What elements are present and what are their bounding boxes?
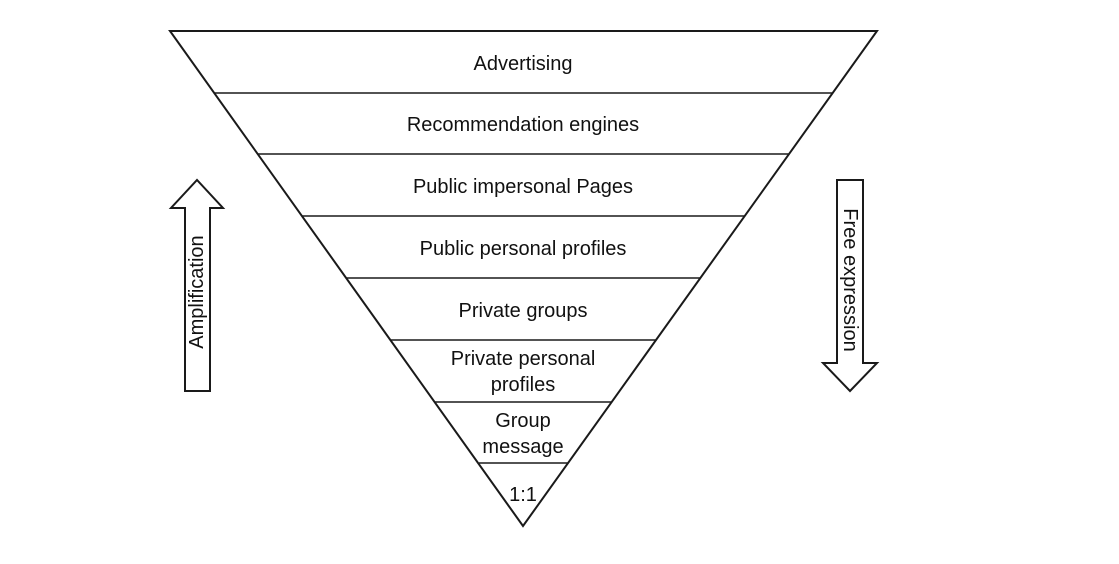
layer-private-groups-label: Private groups <box>459 300 588 322</box>
free-expression-arrow: Free expression <box>820 179 880 393</box>
layer-private-personal-profiles-label-line2: profiles <box>491 374 555 396</box>
down-arrow-shape <box>820 179 880 393</box>
layer-advertising-label: Advertising <box>474 53 573 75</box>
layer-public-impersonal-pages-label: Public impersonal Pages <box>413 176 633 198</box>
free-expression-label: Free expression <box>839 208 861 351</box>
layer-public-personal-profiles-label: Public personal profiles <box>420 238 627 260</box>
layer-dividers <box>214 92 833 464</box>
up-arrow-shape <box>168 178 226 392</box>
layer-one-to-one-label: 1:1 <box>509 484 537 506</box>
layer-labels: Advertising Recommendation engines Publi… <box>407 53 639 506</box>
amplification-arrow: Amplification <box>168 178 226 392</box>
layer-group-message-label-line1: Group <box>495 410 551 432</box>
layer-recommendation-engines-label: Recommendation engines <box>407 114 639 136</box>
layer-group-message-label-line2: message <box>482 436 563 458</box>
layer-private-personal-profiles-label-line1: Private personal <box>451 348 596 370</box>
amplification-label: Amplification <box>186 235 208 348</box>
